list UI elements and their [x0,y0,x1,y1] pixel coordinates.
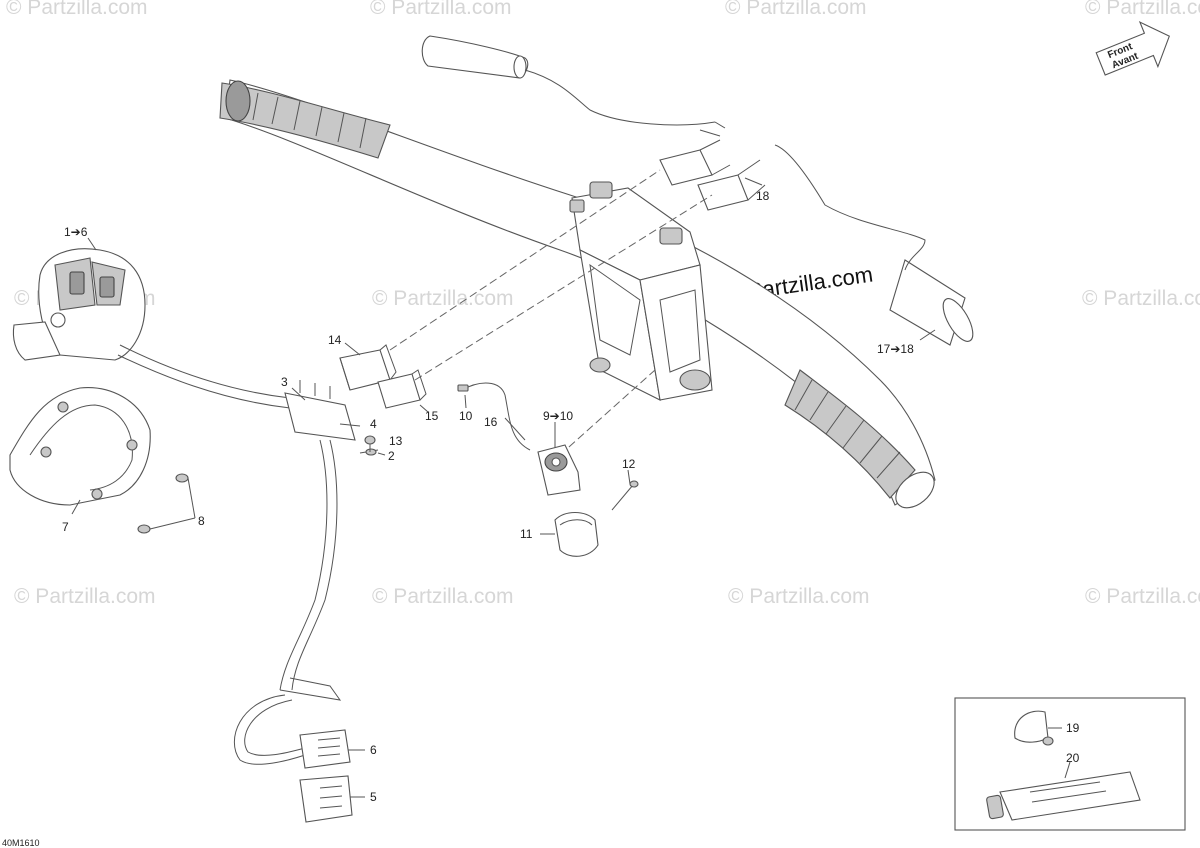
pin-12 [611,480,639,511]
callout-18: 18 [756,189,770,203]
callout-13: 13 [389,434,403,448]
callout-8: 8 [198,514,205,528]
watermark: © Partzilla.com [1085,0,1200,19]
watermark: © Partzilla.com [6,0,148,19]
drawing-code: 40M1610 [2,838,40,848]
connector-18 [659,139,766,211]
thumb-sensor-9-10 [457,382,581,496]
callout-3: 3 [281,375,288,389]
callout-17-18: 17➔18 [877,342,914,356]
front-direction-arrow-icon: Front Avant [1095,21,1170,76]
watermark: © Partzilla.com [14,585,156,608]
watermark: © Partzilla.com [725,0,867,19]
callout-9-10: 9➔10 [543,409,573,423]
heated-grip-element-right [774,144,974,346]
callout-19: 19 [1066,721,1080,735]
callout-14: 14 [328,333,342,347]
callout-1-6: 1➔6 [64,225,88,239]
wiring-harness [233,380,379,765]
callout-6: 6 [370,743,377,757]
right-grip [784,369,935,509]
watermark: © Partzilla.com [372,287,514,310]
callout-12: 12 [622,457,636,471]
watermark: © Partzilla.com [1082,287,1200,310]
left-grip [219,80,391,159]
housing-cover [9,387,151,506]
connector-5 [299,775,353,823]
callouts: 1➔6 2 3 4 5 6 7 8 9➔10 10 11 12 13 14 15… [62,189,1080,804]
callout-15: 15 [425,409,439,423]
watermark: © Partzilla.com [370,0,512,19]
watermark: © Partzilla.com [728,585,870,608]
leader-lines [71,177,1071,798]
handlebar [219,79,936,509]
left-switch-housing [12,248,291,409]
callout-10: 10 [459,409,473,423]
callout-7: 7 [62,520,69,534]
callout-16: 16 [484,415,498,429]
heated-grip-element-top [421,35,726,137]
handlebar-clamp [569,181,713,401]
callout-4: 4 [370,417,377,431]
connector-6 [299,729,351,769]
watermark: © Partzilla.com [1085,585,1200,608]
screws-8 [137,473,196,534]
callout-20: 20 [1066,751,1080,765]
lever-11 [554,511,599,557]
connector-15 [377,369,427,409]
watermark-layer: © Partzilla.com © Partzilla.com © Partzi… [6,0,1200,608]
callout-2: 2 [388,449,395,463]
watermark: © Partzilla.com [372,585,514,608]
callout-5: 5 [370,790,377,804]
screw-13 [364,435,376,452]
kit-box [954,697,1186,831]
callout-11: 11 [520,527,533,541]
